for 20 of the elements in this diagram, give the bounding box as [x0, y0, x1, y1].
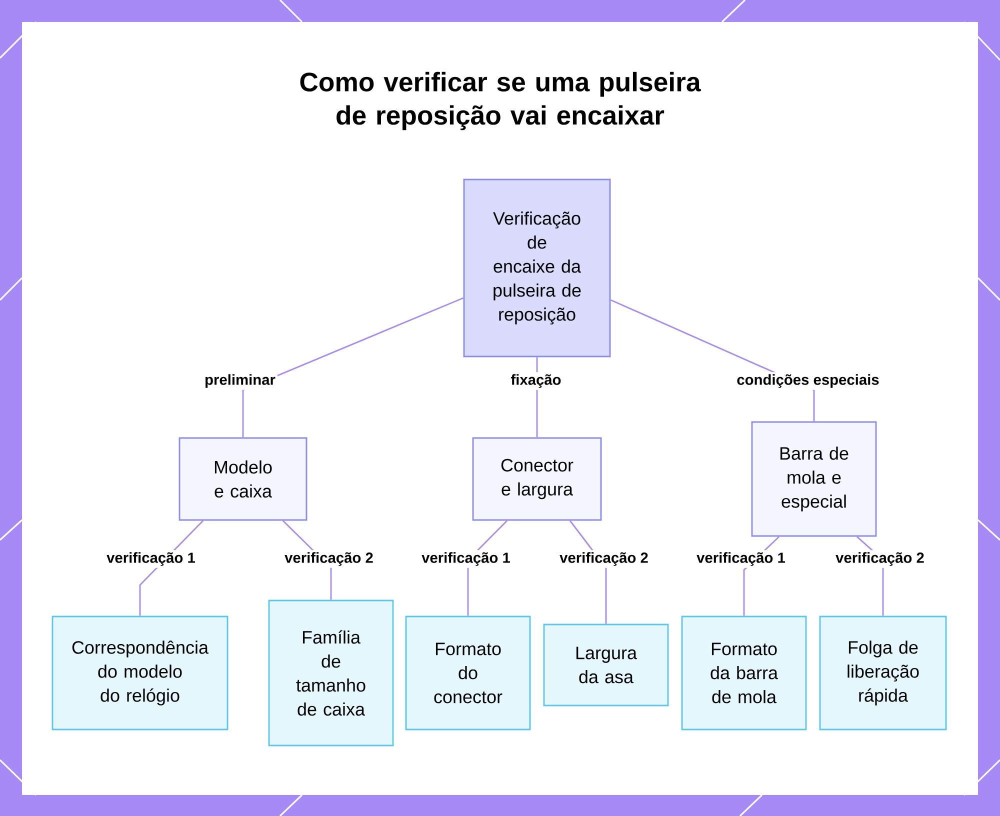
edge-label: preliminar	[202, 372, 278, 390]
edge-label: condições especiais	[734, 372, 882, 390]
check-box: Folga de liberação rápida	[819, 616, 947, 730]
edge-label: verificação 2	[282, 550, 376, 568]
check-box: Formato da barra de mola	[681, 616, 807, 730]
check-box: Largura da asa	[543, 624, 669, 706]
edge-label: verificação 2	[834, 550, 926, 568]
category-box: Barra de mola e especial	[751, 421, 877, 537]
check-box: Correspondência do modelo do relógio	[52, 616, 228, 730]
edge-label: verificação 1	[694, 550, 788, 568]
root-box: Verificação de encaixe da pulseira de reposição	[463, 178, 611, 358]
check-box: Família de tamanho de caixa	[268, 600, 394, 746]
check-box: Formato do conector	[405, 616, 531, 730]
edge-label: verificação 1	[420, 550, 512, 568]
edge-label: verificação 1	[104, 550, 198, 568]
edge-label: fixação	[508, 372, 564, 390]
category-box: Modelo e caixa	[178, 437, 308, 521]
edge-label: verificação 2	[558, 550, 650, 568]
title: Como verificar se uma pulseira de reposição vai encaixar	[300, 72, 701, 130]
category-box: Conector e largura	[472, 437, 602, 521]
